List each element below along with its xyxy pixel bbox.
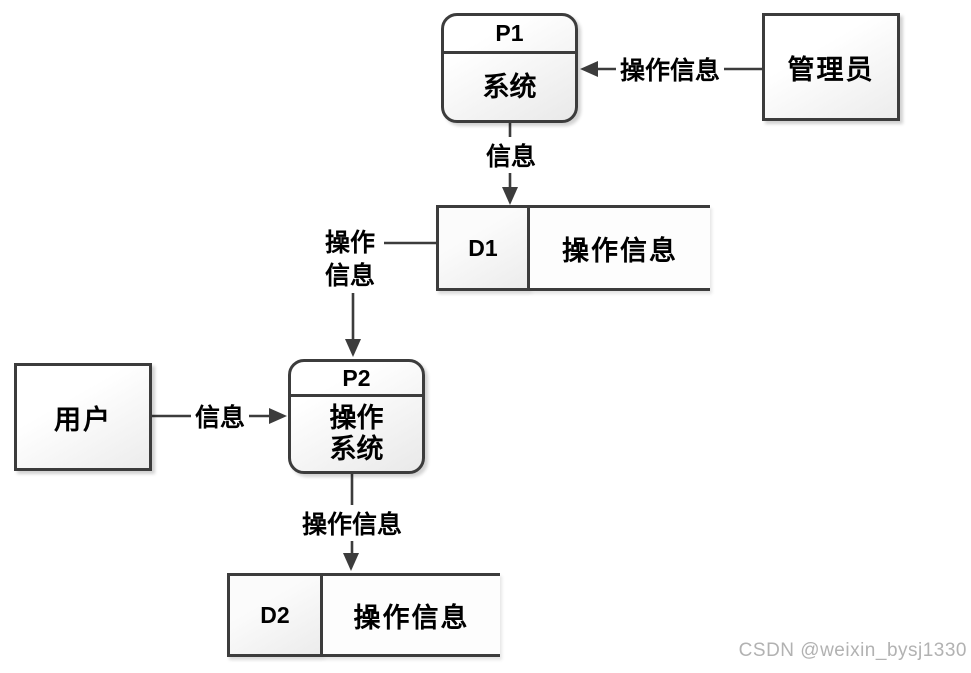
datastore-d1-body: 操作信息	[530, 205, 710, 291]
csdn-watermark: CSDN @weixin_bysj1330	[738, 640, 967, 661]
flow-label-user-to-p2: 信息	[190, 398, 250, 434]
process-p2-label-line1: 操作	[329, 403, 384, 433]
datastore-d2-id-box: D2	[227, 573, 323, 657]
datastore-d2-body: 操作信息	[323, 573, 500, 657]
process-p1-label: 系统	[482, 71, 537, 102]
datastore-d2-id: D2	[260, 601, 290, 628]
entity-user-label: 用户	[54, 404, 112, 435]
entity-admin: 管理员	[762, 13, 900, 121]
flow-label-d1-to-p2-line1: 操作	[324, 229, 376, 257]
flow-label-d1-to-p2-line2: 信息	[324, 262, 376, 290]
flow-label-p1-to-d1: 信息	[481, 137, 541, 173]
datastore-d2-label: 操作信息	[353, 602, 470, 633]
flow-label-p2-to-d2: 操作信息	[297, 505, 407, 541]
flow-label-d1-to-p2: 操作 信息	[320, 227, 380, 293]
entity-admin-label: 管理员	[787, 54, 875, 85]
entity-user: 用户	[14, 363, 152, 471]
flow-label-admin-to-p1: 操作信息	[615, 51, 725, 87]
process-p2: P2 操作 系统	[288, 359, 425, 474]
process-p2-label-line2: 系统	[329, 434, 384, 464]
datastore-d1-id: D1	[468, 234, 498, 261]
process-p2-id: P2	[291, 362, 422, 397]
process-p1: P1 系统	[441, 13, 578, 123]
datastore-d1-label: 操作信息	[562, 235, 678, 266]
process-p2-label: 操作 系统	[291, 397, 422, 471]
process-p1-id: P1	[444, 16, 575, 54]
datastore-d1-id-box: D1	[436, 205, 530, 291]
